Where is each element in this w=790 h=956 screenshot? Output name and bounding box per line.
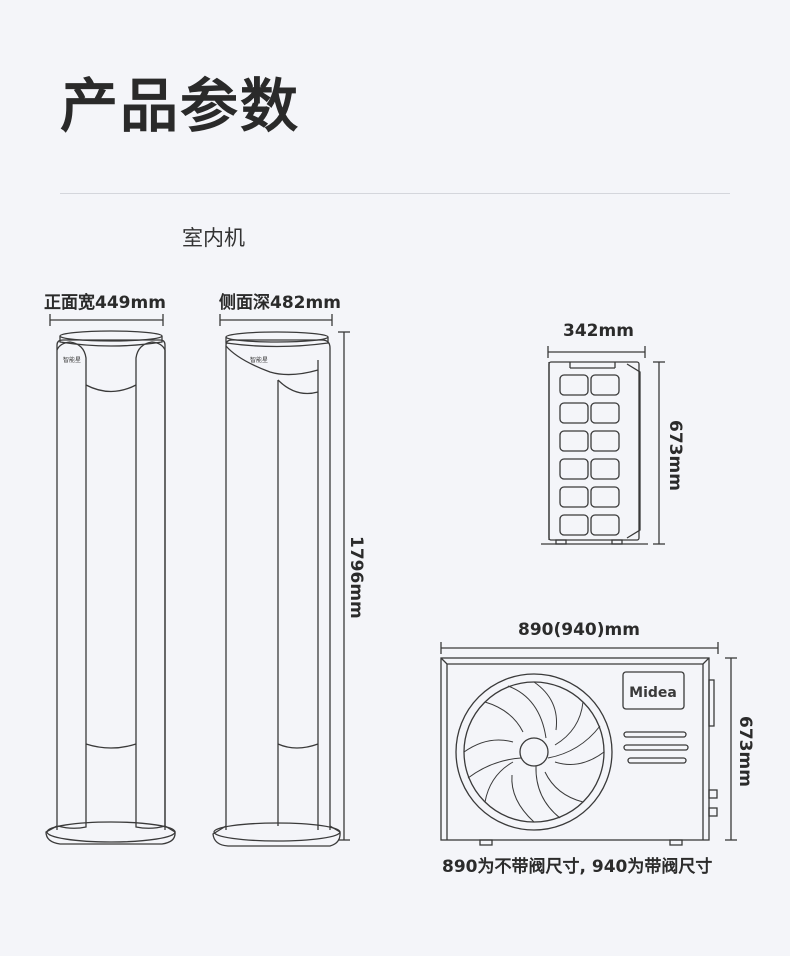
side-depth-dimension <box>219 314 333 326</box>
large-outdoor-height-label: 673mm <box>735 716 755 787</box>
indoor-height-dimension <box>338 331 350 841</box>
large-outdoor-unit: Midea <box>440 657 718 846</box>
large-outdoor-height-dimension <box>725 657 737 841</box>
side-depth-label: 侧面深482mm <box>219 293 341 313</box>
fan-grill-icon <box>455 673 613 831</box>
title-divider <box>60 193 730 194</box>
indoor-height-label: 1796mm <box>346 536 366 619</box>
indoor-unit-front-view: 智能星 <box>45 330 176 845</box>
indoor-logo-icon: 智能星 <box>63 356 81 364</box>
small-outdoor-height-dimension <box>653 361 665 545</box>
midea-logo: Midea <box>629 685 677 701</box>
small-outdoor-unit <box>541 361 648 545</box>
valve-icon <box>708 789 718 817</box>
large-outdoor-width-label: 890(940)mm <box>518 620 640 640</box>
large-outdoor-width-dimension <box>440 642 719 654</box>
front-width-label: 正面宽449mm <box>44 293 166 313</box>
front-width-dimension <box>49 314 164 326</box>
indoor-side-logo-icon: 智能星 <box>250 356 268 364</box>
page-title: 产品参数 <box>60 72 301 140</box>
small-outdoor-width-dimension <box>547 346 646 358</box>
small-outdoor-vent-grid <box>559 374 620 536</box>
section-label-indoor: 室内机 <box>182 226 245 250</box>
valve-size-note: 890为不带阀尺寸, 940为带阀尺寸 <box>442 857 713 877</box>
small-outdoor-width-label: 342mm <box>563 321 634 341</box>
small-outdoor-height-label: 673mm <box>665 420 685 491</box>
indoor-unit-side-view: 智能星 <box>212 331 341 847</box>
